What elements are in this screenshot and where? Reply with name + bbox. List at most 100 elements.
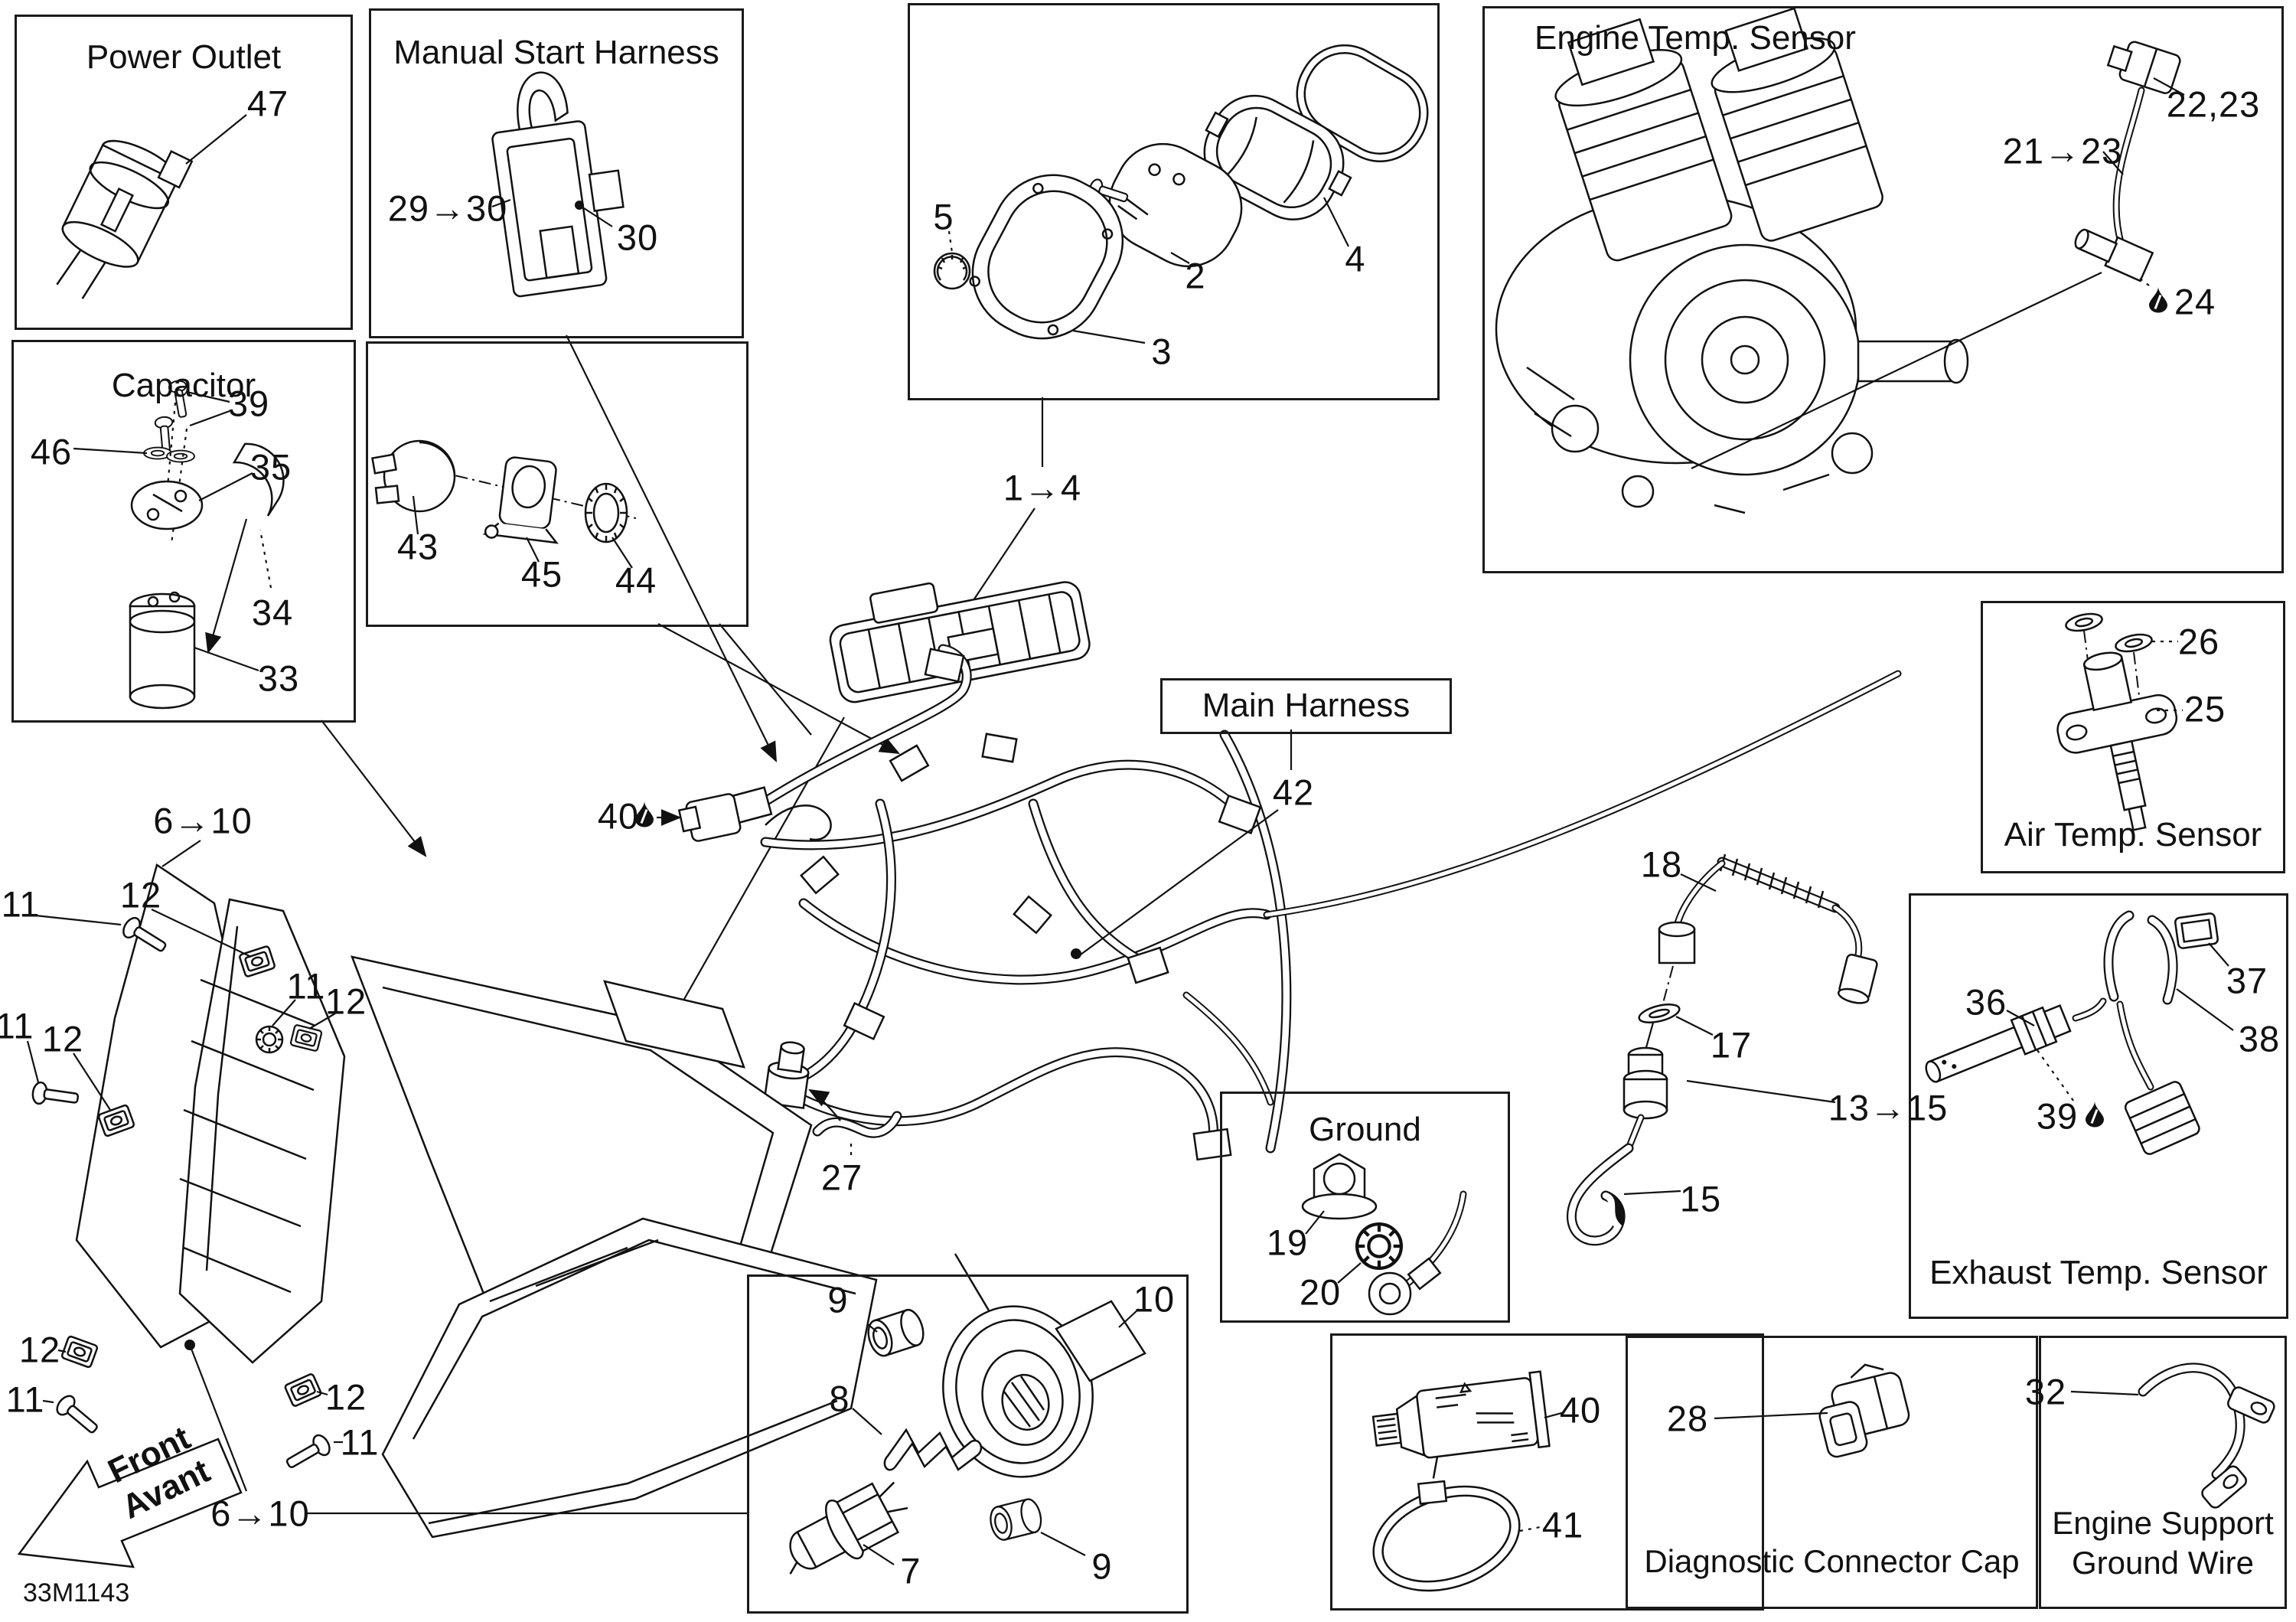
panel-exhaust-temp-sensor: Exhaust Temp. Sensor <box>1909 893 2288 1319</box>
panel-title-line1: Engine Support <box>2052 1505 2274 1541</box>
callout-21-23: 21→23 <box>2002 130 2123 171</box>
sealant-tube-illustration <box>1371 1370 1551 1459</box>
panel-title: Exhaust Temp. Sensor <box>1929 1254 2268 1291</box>
callout-1-4: 1→4 <box>1003 467 1082 508</box>
panel-sealant <box>1330 1333 1764 1611</box>
callout-11-a: 11 <box>1 883 41 925</box>
callout-26: 26 <box>2177 621 2220 662</box>
callout-13-15: 13→15 <box>1828 1087 1949 1128</box>
callout-32: 32 <box>2024 1371 2067 1412</box>
callout-34: 34 <box>251 592 294 633</box>
callout-6-10-bottom: 6→10 <box>210 1493 310 1534</box>
callout-12-d: 12 <box>325 1376 367 1418</box>
callout-27: 27 <box>820 1157 863 1198</box>
engine-illustration <box>1495 7 2185 514</box>
diagnostic-cap-illustration <box>1818 1363 1910 1458</box>
callout-12-b: 12 <box>41 1018 84 1059</box>
panel-capacitor: Capacitor <box>11 340 356 723</box>
panel-diagnostic-connector-cap: Diagnostic Connector Cap <box>1626 1336 2038 1609</box>
callout-46: 46 <box>30 431 73 472</box>
callout-39: 39 <box>227 383 270 424</box>
capacitor-illustration <box>73 378 285 710</box>
fastener-illustrations <box>26 909 343 1475</box>
lubricant-droplet-icon <box>634 801 654 832</box>
panel-title: Air Temp. Sensor <box>2004 816 2262 853</box>
lubricant-droplet-icon <box>2148 286 2168 318</box>
callout-2: 2 <box>1185 255 1206 296</box>
callout-5: 5 <box>933 196 954 237</box>
callout-28: 28 <box>1666 1398 1709 1439</box>
document-code: 33M1143 <box>23 1578 130 1607</box>
panel-title: Capacitor <box>111 367 256 404</box>
callout-29-30: 29→30 <box>387 188 508 229</box>
power-outlet-illustration <box>56 114 247 299</box>
callout-19: 19 <box>1266 1222 1309 1263</box>
callout-17: 17 <box>1710 1024 1753 1066</box>
callout-35: 35 <box>249 446 292 488</box>
callout-39-exhaust: 39 <box>2036 1095 2079 1137</box>
lubricant-connector-illustration <box>657 793 742 842</box>
callout-36: 36 <box>1965 981 2007 1023</box>
panel-title: Main Harness <box>1202 687 1411 724</box>
panel-relay-parts <box>366 341 748 627</box>
callout-9b: 9 <box>1091 1545 1113 1587</box>
callout-42: 42 <box>1272 772 1315 813</box>
cable-tie-illustration <box>1372 1411 1565 1592</box>
callout-43: 43 <box>396 526 439 567</box>
callout-7: 7 <box>900 1550 921 1591</box>
panel-main-harness-label: Main Harness <box>1160 678 1452 734</box>
callout-44: 44 <box>615 560 657 601</box>
panel-engine-temp-sensor: Engine Temp. Sensor <box>1482 6 2284 573</box>
callout-33: 33 <box>257 658 300 699</box>
callout-38: 38 <box>2238 1018 2281 1059</box>
callout-9a: 9 <box>827 1279 849 1320</box>
panel-engine-support-ground-wire: Engine Support Ground Wire <box>2039 1336 2287 1609</box>
callout-18: 18 <box>1640 844 1683 885</box>
callout-12-c: 12 <box>325 981 367 1022</box>
panel-gauge-cluster <box>908 3 1440 400</box>
panel-power-outlet: Power Outlet <box>15 15 353 330</box>
callout-11-b: 11 <box>0 1005 34 1046</box>
rubber-elbow-illustration <box>762 1041 902 1160</box>
callout-12-a: 12 <box>119 874 162 915</box>
headlight-panels-illustration <box>75 840 878 1539</box>
callout-41: 41 <box>1541 1504 1584 1545</box>
callout-20: 20 <box>1299 1271 1342 1313</box>
callout-6-10-top: 6→10 <box>153 800 253 841</box>
panel-title: Diagnostic Connector Cap <box>1644 1543 2020 1579</box>
headlight-bulb-parts-illustration <box>789 1253 1146 1575</box>
panel-title: Power Outlet <box>86 38 282 76</box>
lubricant-droplet-icon <box>2085 1101 2105 1132</box>
panel-manual-start-harness: Manual Start Harness <box>369 8 744 338</box>
panel-title-line2: Ground Wire <box>2071 1545 2255 1581</box>
callout-11-c: 11 <box>286 965 326 1007</box>
panel-title: Ground <box>1309 1111 1421 1148</box>
callout-10: 10 <box>1133 1278 1176 1320</box>
main-harness-illustration <box>729 644 1902 1161</box>
panel-title: Engine Support Ground Wire <box>2041 1503 2285 1583</box>
panel-air-temp-sensor: Air Temp. Sensor <box>1981 601 2285 873</box>
callout-4: 4 <box>1345 238 1366 279</box>
panel-title: Manual Start Harness <box>393 34 719 71</box>
panel-title: Engine Temp. Sensor <box>1534 19 1856 57</box>
engine-support-ground-wire-illustration <box>2070 1363 2275 1509</box>
exhaust-temp-sensor-illustration <box>1925 910 2234 1155</box>
callout-25: 25 <box>2183 688 2226 729</box>
callout-11-d: 11 <box>340 1421 380 1463</box>
air-temp-sensor-illustration <box>2056 609 2183 831</box>
callout-40-harness: 40 <box>597 795 640 837</box>
callout-37: 37 <box>2226 960 2268 1001</box>
relay-parts-illustration <box>371 439 812 736</box>
callout-40-sealant: 40 <box>1559 1389 1602 1431</box>
callout-11-e: 11 <box>5 1379 45 1420</box>
manual-start-harness-illustration <box>491 71 625 298</box>
callout-47: 47 <box>246 83 289 124</box>
callout-45: 45 <box>520 553 563 595</box>
front-direction-arrow <box>17 1438 243 1568</box>
callout-15: 15 <box>1679 1178 1722 1219</box>
callout-8: 8 <box>829 1378 850 1419</box>
callout-12-e: 12 <box>18 1329 61 1370</box>
cluster-module-illustration <box>829 581 1091 703</box>
